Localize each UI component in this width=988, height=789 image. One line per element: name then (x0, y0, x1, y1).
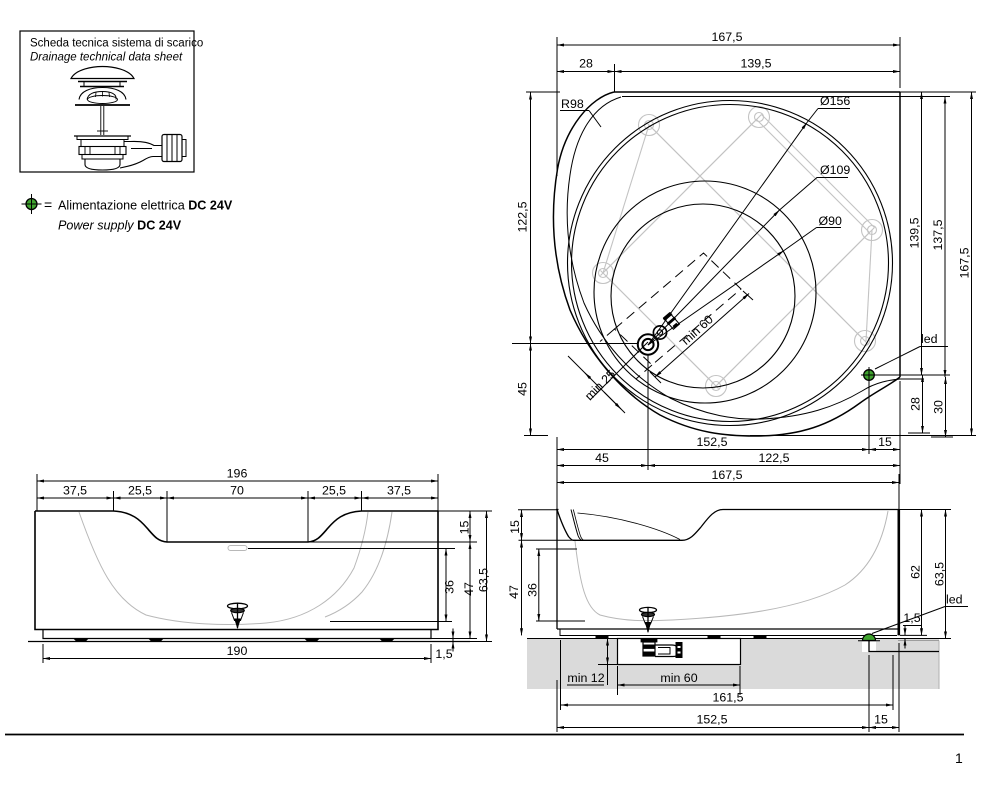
svg-text:Power supply DC 24V: Power supply DC 24V (58, 219, 182, 233)
svg-text:63,5: 63,5 (933, 562, 947, 586)
svg-text:Ø90: Ø90 (819, 214, 843, 228)
svg-text:45: 45 (595, 451, 609, 465)
svg-text:Ø156: Ø156 (820, 94, 850, 108)
svg-text:=: = (44, 197, 52, 213)
svg-text:63,5: 63,5 (477, 568, 491, 592)
svg-text:161,5: 161,5 (712, 691, 743, 705)
svg-text:62: 62 (909, 565, 923, 579)
svg-text:min 12: min 12 (567, 671, 604, 685)
svg-text:70: 70 (230, 484, 244, 498)
svg-text:15: 15 (874, 713, 888, 727)
svg-text:28: 28 (579, 57, 593, 71)
svg-text:137,5: 137,5 (931, 219, 945, 250)
svg-text:min 60: min 60 (660, 671, 697, 685)
svg-text:152,5: 152,5 (696, 435, 727, 449)
svg-text:Alimentazione elettrica DC 24V: Alimentazione elettrica DC 24V (58, 199, 233, 213)
svg-text:190: 190 (227, 644, 248, 658)
svg-text:139,5: 139,5 (908, 217, 922, 248)
svg-text:R98: R98 (561, 97, 584, 111)
svg-text:15: 15 (878, 435, 892, 449)
svg-text:1,5: 1,5 (903, 611, 920, 625)
svg-text:Ø109: Ø109 (820, 163, 850, 177)
svg-text:25,5: 25,5 (128, 484, 152, 498)
svg-text:Drainage technical data sheet: Drainage technical data sheet (30, 52, 183, 64)
svg-text:30: 30 (932, 400, 946, 414)
svg-text:Scheda tecnica sistema di scar: Scheda tecnica sistema di scarico (30, 38, 203, 50)
svg-text:led: led (946, 593, 963, 607)
svg-text:167,5: 167,5 (711, 30, 742, 44)
svg-text:min 60: min 60 (679, 312, 716, 347)
svg-text:15: 15 (508, 520, 522, 534)
svg-text:36: 36 (526, 583, 540, 597)
svg-text:25,5: 25,5 (322, 484, 346, 498)
svg-text:139,5: 139,5 (740, 57, 771, 71)
svg-text:15: 15 (458, 521, 472, 535)
svg-text:122,5: 122,5 (516, 201, 530, 232)
svg-text:1: 1 (955, 750, 963, 766)
svg-text:36: 36 (443, 580, 457, 594)
svg-text:122,5: 122,5 (758, 451, 789, 465)
svg-text:167,5: 167,5 (711, 468, 742, 482)
svg-text:28: 28 (909, 397, 923, 411)
svg-text:196: 196 (227, 467, 248, 481)
svg-text:167,5: 167,5 (958, 247, 972, 278)
svg-text:1,5: 1,5 (435, 647, 452, 661)
svg-text:152,5: 152,5 (696, 713, 727, 727)
svg-text:min 25: min 25 (582, 367, 618, 403)
svg-text:47: 47 (507, 585, 521, 599)
svg-text:45: 45 (516, 382, 530, 396)
svg-text:37,5: 37,5 (387, 484, 411, 498)
svg-text:47: 47 (462, 582, 476, 596)
svg-text:led: led (921, 332, 938, 346)
svg-text:37,5: 37,5 (63, 484, 87, 498)
